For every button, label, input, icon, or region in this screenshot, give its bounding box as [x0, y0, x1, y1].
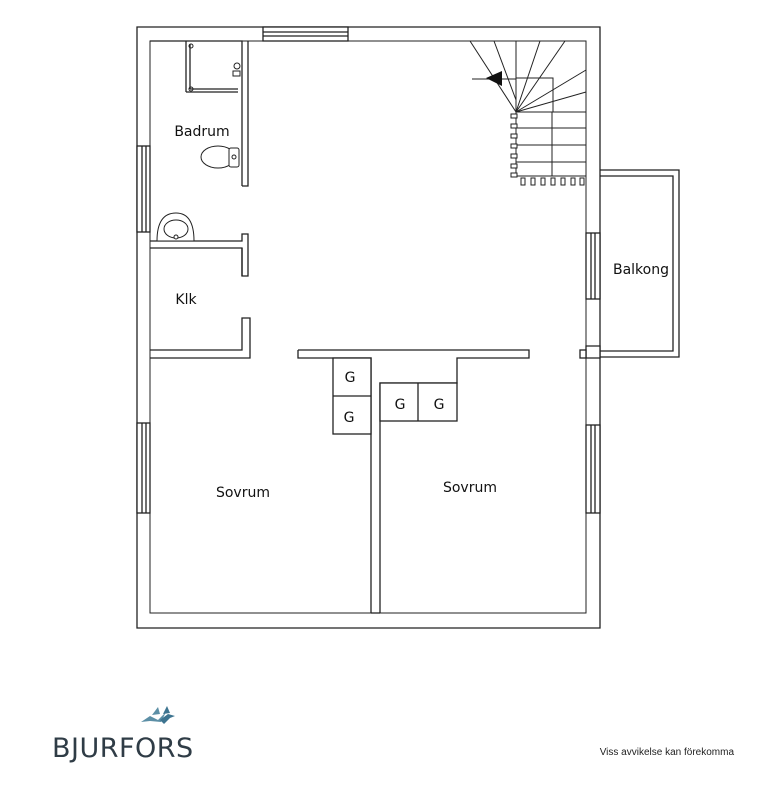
closet-walls	[150, 248, 251, 359]
window-left-bath	[136, 145, 151, 233]
brand-name: BJURFORS	[52, 733, 194, 764]
sink-icon	[156, 212, 195, 242]
balcony	[579, 169, 680, 359]
toilet-icon	[200, 145, 240, 169]
wardrobe-label-g4: G	[434, 397, 445, 413]
staircase	[469, 40, 587, 177]
wardrobe-right	[379, 382, 458, 422]
room-label-sovrum-left: Sovrum	[216, 485, 270, 501]
birds-icon	[141, 706, 175, 724]
room-label-badrum: Badrum	[174, 124, 229, 140]
shower-tap-icon	[188, 43, 241, 92]
bjurfors-logo: BJURFORS	[52, 706, 194, 764]
window-top	[262, 26, 349, 42]
room-label-klk: Klk	[175, 292, 197, 308]
wardrobe-label-g1: G	[345, 370, 356, 386]
wardrobe-left	[332, 357, 372, 435]
wardrobe-label-g3: G	[395, 397, 406, 413]
room-label-sovrum-right: Sovrum	[443, 480, 497, 496]
stair-balusters	[510, 113, 585, 186]
window-right-bedroom	[585, 424, 601, 514]
outer-walls	[136, 26, 601, 629]
stair-direction-arrow-icon	[486, 71, 502, 86]
room-label-balkong: Balkong	[613, 262, 669, 278]
window-right-balcony	[585, 232, 601, 300]
wardrobe-label-g2: G	[344, 410, 355, 426]
window-left-bedroom	[136, 422, 151, 514]
disclaimer-text: Viss avvikelse kan förekomma	[600, 747, 735, 758]
